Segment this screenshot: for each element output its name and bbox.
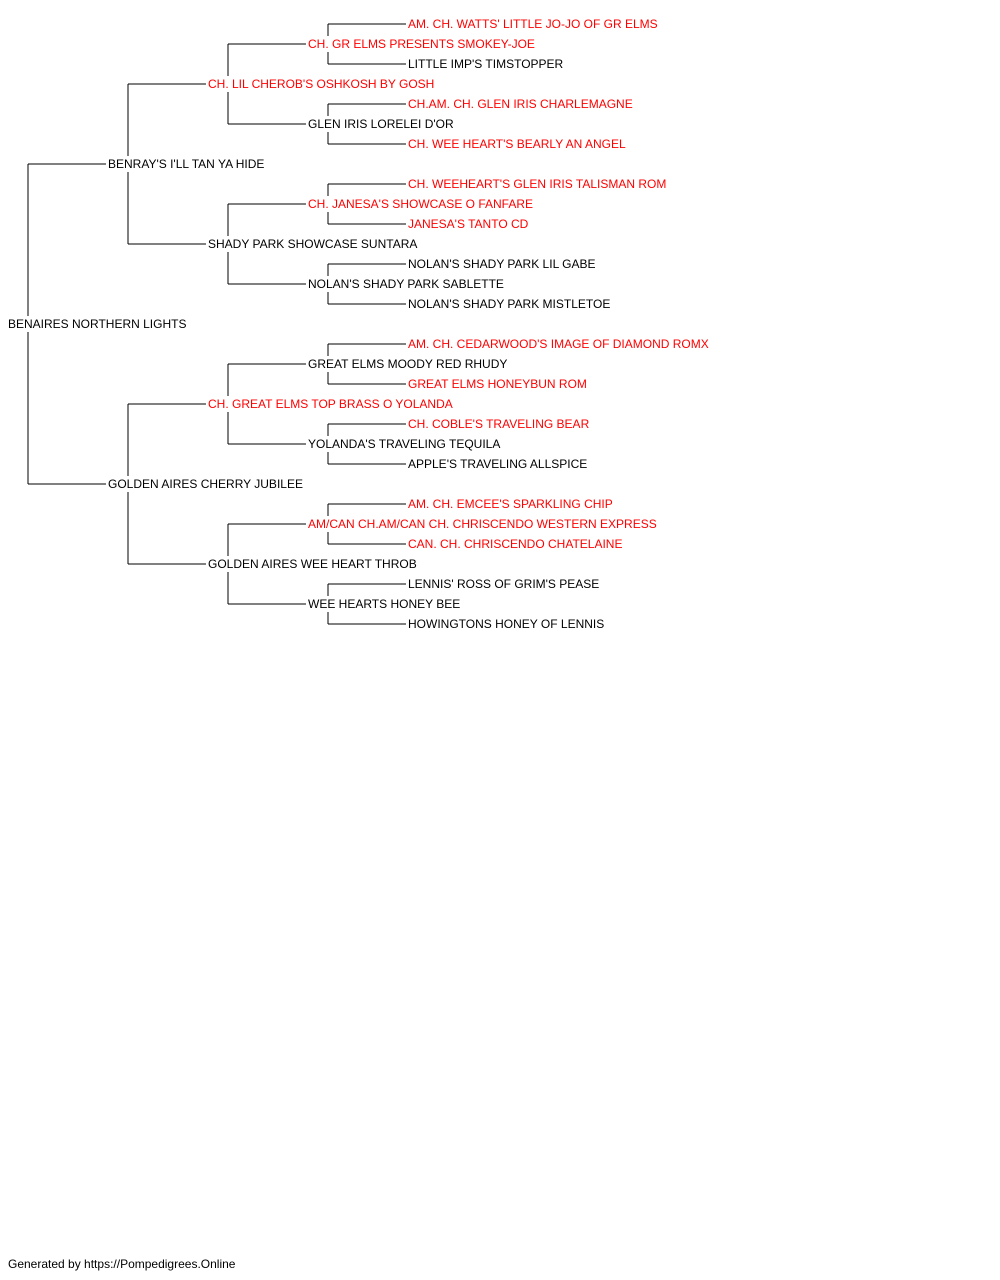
great-great-grandparent-name: CAN. CH. CHRISCENDO CHATELAINE [408, 537, 623, 551]
grandparent-name: CH. GREAT ELMS TOP BRASS O YOLANDA [208, 397, 453, 411]
great-grandparent-name: YOLANDA'S TRAVELING TEQUILA [308, 437, 501, 451]
great-great-grandparent-name: AM. CH. CEDARWOOD'S IMAGE OF DIAMOND ROM… [408, 337, 709, 351]
great-great-grandparent-name: CH. WEE HEART'S BEARLY AN ANGEL [408, 137, 626, 151]
great-great-grandparent-name: CH. COBLE'S TRAVELING BEAR [408, 417, 590, 431]
great-great-grandparent-name: AM. CH. WATTS' LITTLE JO-JO OF GR ELMS [408, 17, 658, 31]
great-grandparent-name: CH. GR ELMS PRESENTS SMOKEY-JOE [308, 37, 535, 51]
grandparent-name: GOLDEN AIRES WEE HEART THROB [208, 557, 417, 571]
great-grandparent-name: WEE HEARTS HONEY BEE [308, 597, 461, 611]
great-grandparent-name: GREAT ELMS MOODY RED RHUDY [308, 357, 508, 371]
great-great-grandparent-name: AM. CH. EMCEE'S SPARKLING CHIP [408, 497, 613, 511]
footer-credit: Generated by https://Pompedigrees.Online [8, 1257, 236, 1271]
parent-name: GOLDEN AIRES CHERRY JUBILEE [108, 477, 303, 491]
great-great-grandparent-name: CH.AM. CH. GLEN IRIS CHARLEMAGNE [408, 97, 633, 111]
great-great-grandparent-name: NOLAN'S SHADY PARK MISTLETOE [408, 297, 611, 311]
great-great-grandparent-name: LITTLE IMP'S TIMSTOPPER [408, 57, 564, 71]
parent-name: BENRAY'S I'LL TAN YA HIDE [108, 157, 265, 171]
great-great-grandparent-name: CH. WEEHEART'S GLEN IRIS TALISMAN ROM [408, 177, 667, 191]
subject-name: BENAIRES NORTHERN LIGHTS [8, 317, 187, 331]
great-grandparent-name: CH. JANESA'S SHOWCASE O FANFARE [308, 197, 533, 211]
grandparent-name: CH. LIL CHEROB'S OSHKOSH BY GOSH [208, 77, 435, 91]
great-great-grandparent-name: GREAT ELMS HONEYBUN ROM [408, 377, 587, 391]
great-grandparent-name: NOLAN'S SHADY PARK SABLETTE [308, 277, 504, 291]
great-great-grandparent-name: NOLAN'S SHADY PARK LIL GABE [408, 257, 596, 271]
great-great-grandparent-name: JANESA'S TANTO CD [408, 217, 529, 231]
great-great-grandparent-name: HOWINGTONS HONEY OF LENNIS [408, 617, 605, 631]
great-grandparent-name: GLEN IRIS LORELEI D'OR [308, 117, 454, 131]
great-grandparent-name: AM/CAN CH.AM/CAN CH. CHRISCENDO WESTERN … [308, 517, 657, 531]
great-great-grandparent-name: LENNIS' ROSS OF GRIM'S PEASE [408, 577, 600, 591]
grandparent-name: SHADY PARK SHOWCASE SUNTARA [208, 237, 418, 251]
great-great-grandparent-name: APPLE'S TRAVELING ALLSPICE [408, 457, 588, 471]
